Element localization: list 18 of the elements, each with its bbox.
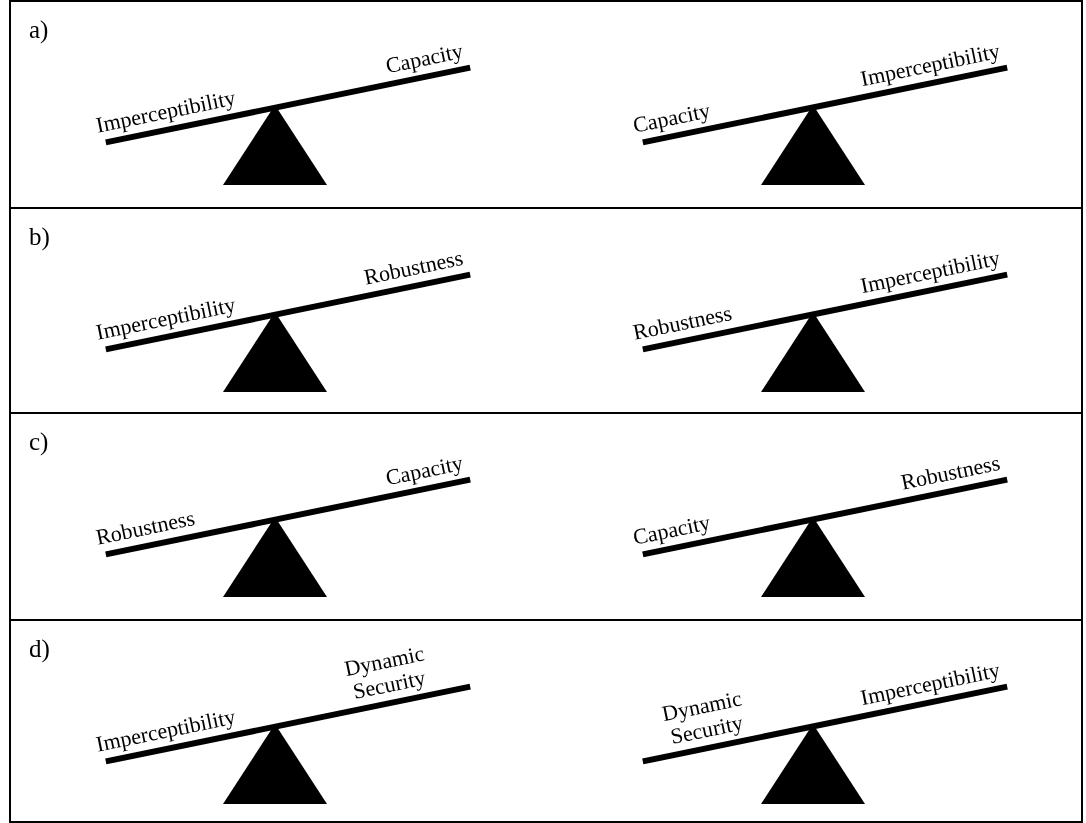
panel <box>9 412 1083 621</box>
beam-label: Capacity <box>630 510 713 550</box>
panel-label: a) <box>29 16 49 44</box>
panel <box>9 207 1083 414</box>
beam-label: Capacity <box>383 451 466 491</box>
beam-label: Robustness <box>630 301 734 345</box>
beam-label: Capacity <box>630 98 713 138</box>
beam-label: Robustness <box>93 506 197 550</box>
panel-label: b) <box>29 223 50 251</box>
panel-label: c) <box>29 428 49 456</box>
panel-label: d) <box>29 635 50 663</box>
beam-label: Robustness <box>899 451 1003 495</box>
panel <box>9 619 1083 823</box>
beam-label: Robustness <box>362 246 466 290</box>
beam-label: Dynamic Security <box>341 639 429 706</box>
beam-label: Capacity <box>383 39 466 79</box>
beam-label: Dynamic Security <box>658 684 747 751</box>
panel <box>9 0 1083 209</box>
